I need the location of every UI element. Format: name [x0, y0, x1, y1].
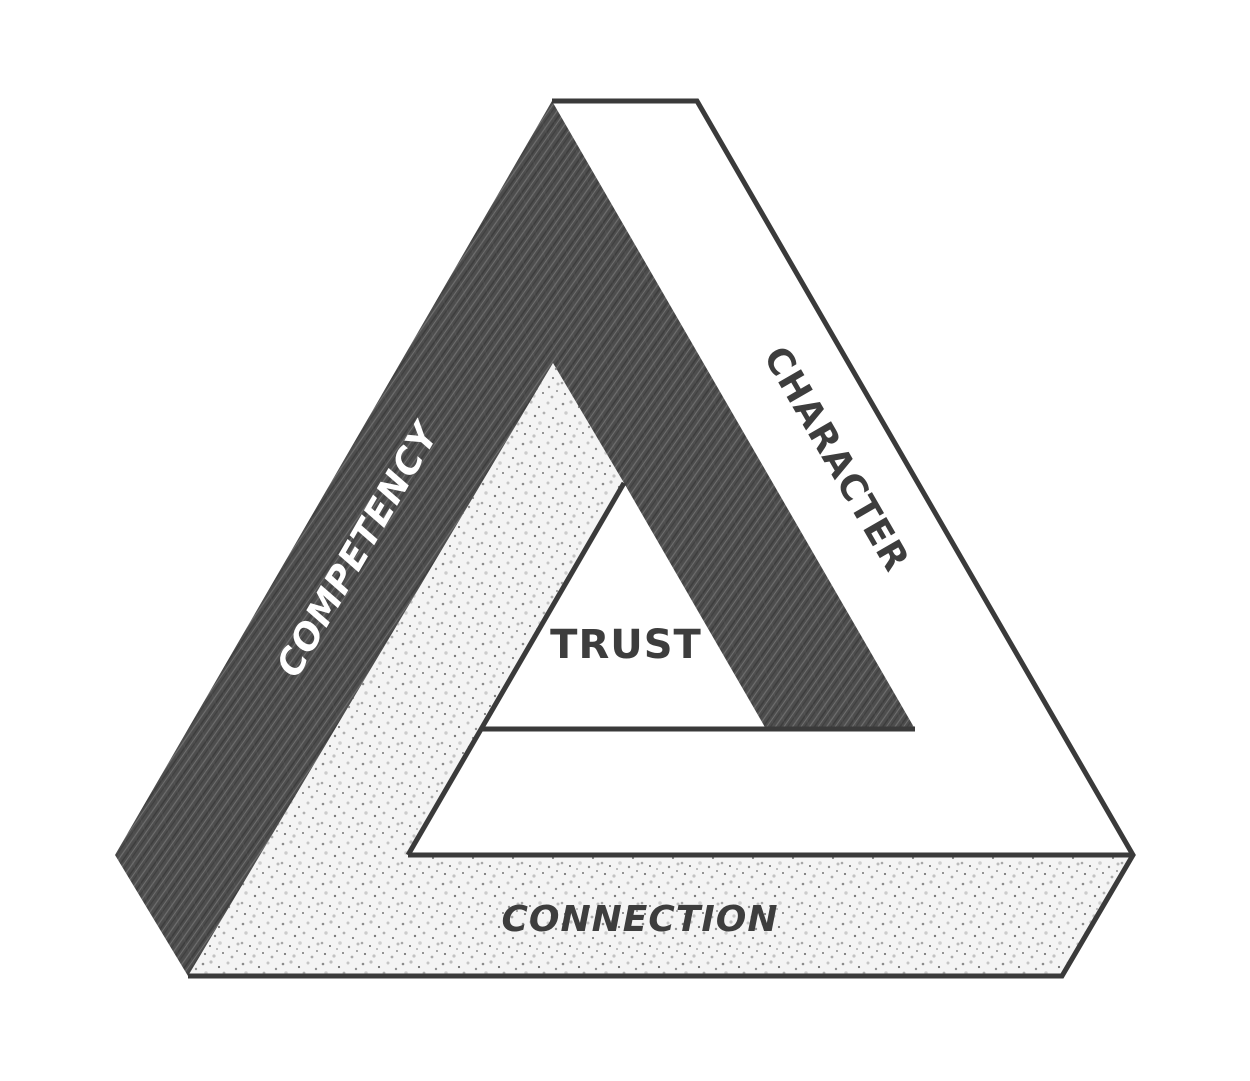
character-band: [408, 101, 1133, 855]
connection-label: CONNECTION: [502, 899, 779, 940]
trust-label: TRUST: [550, 622, 702, 668]
competency-band: [115, 101, 915, 976]
outline-strokes: [188, 98, 1136, 979]
trust-center-triangle: [481, 483, 766, 729]
